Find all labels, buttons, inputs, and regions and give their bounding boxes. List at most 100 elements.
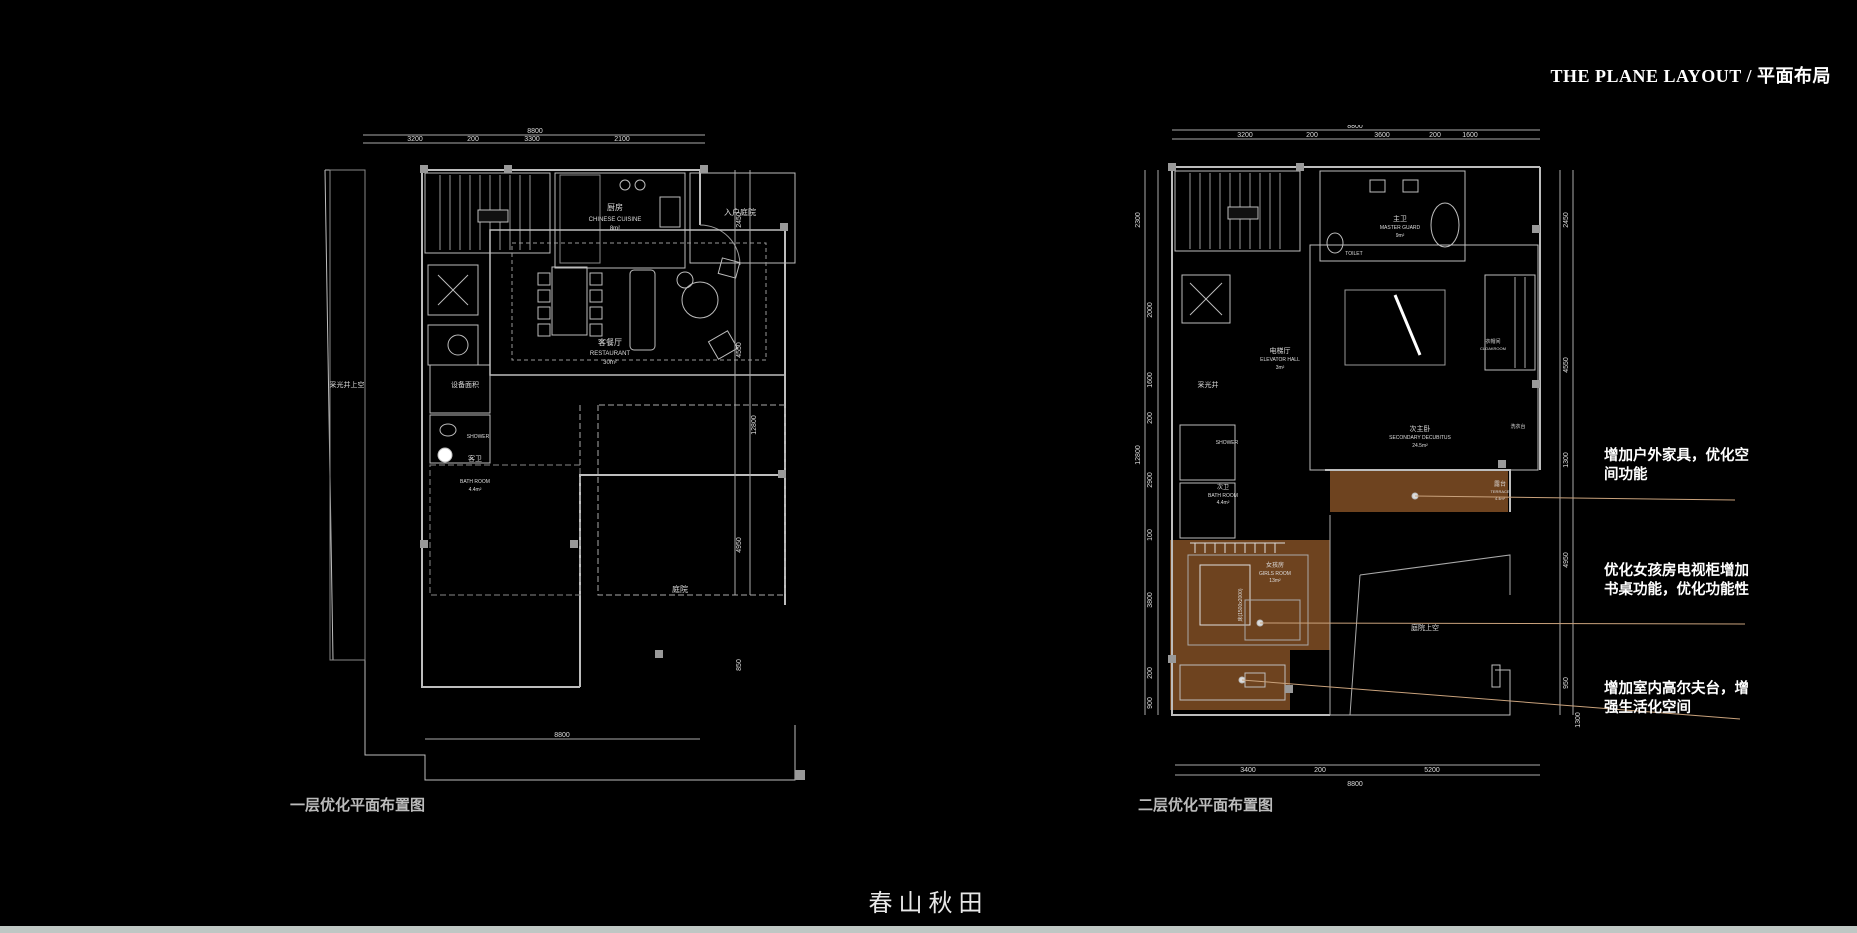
- floor2-caption: 二层优化平面布置图: [1138, 798, 1274, 814]
- bath-label-en-2: BATH ROOM: [1208, 493, 1238, 499]
- kitchen-outline: [554, 172, 686, 269]
- bed-label: 床(1500x2000): [1237, 588, 1244, 621]
- leader-line-3: [1241, 679, 1741, 720]
- dim-top-total: 8800: [527, 128, 543, 135]
- dim-top-2: 200: [467, 136, 479, 143]
- f2-dim-left-7: 3800: [1147, 592, 1154, 608]
- f2-dim-right-5: 950: [1563, 677, 1570, 689]
- f2-dim-left-5: 2900: [1147, 472, 1154, 488]
- shower-label-2: SHOWER: [1216, 440, 1239, 446]
- floor2-plan: 8800 3200 200 3600 200 1600 3400 200 520…: [1135, 125, 1582, 788]
- terrace-area: 4.4m²: [1495, 496, 1506, 501]
- kitchen-label: 厨房: [607, 202, 623, 212]
- leader-line-1: [1414, 495, 1736, 501]
- elevator-area: 3m²: [1276, 365, 1285, 371]
- bath-area-2: 4.4m²: [1217, 500, 1230, 506]
- bath-label-en: BATH ROOM: [460, 479, 490, 485]
- dim-right-2: 4550: [736, 342, 743, 358]
- secondary-bedroom: [1309, 244, 1539, 471]
- annotation-girls-room-desk: 优化女孩房电视柜增加书桌功能，优化功能性: [1604, 563, 1749, 598]
- f2-dim-left-9: 900: [1147, 697, 1154, 709]
- elevator-shaft: [427, 264, 479, 316]
- kitchen-label-en: CHINESE CUISINE: [589, 217, 642, 223]
- entry-garden-label: 入户庭院: [724, 207, 756, 217]
- f2-dim-top-4: 200: [1429, 132, 1441, 139]
- secondary-bedroom-area: 24.5m²: [1412, 443, 1428, 449]
- terrace-label: 露台: [1494, 480, 1506, 488]
- page-title: THE PLANE LAYOUT / 平面布局: [1550, 66, 1831, 86]
- terrace-label-en: TERRACE: [1490, 489, 1509, 494]
- f2-dim-top-total: 8800: [1347, 125, 1363, 130]
- f2-dim-right-3: 1300: [1563, 452, 1570, 468]
- courtyard-void-label: 庭院上空: [1411, 623, 1439, 632]
- f2-dim-left-1: 2300: [1135, 212, 1142, 228]
- restaurant-area: 30m²: [603, 360, 617, 366]
- elevator-label-en: ELEVATOR HALL: [1260, 357, 1300, 363]
- cloakroom-label-en: CLOAKROOM: [1480, 346, 1506, 351]
- brand-logo: 春山秋田: [868, 889, 989, 917]
- f2-dim-bottom-2: 200: [1314, 767, 1326, 774]
- toilet-label: TOILET: [1345, 251, 1362, 257]
- kitchen-area: 8m²: [610, 226, 620, 232]
- exterior-wall: [421, 167, 786, 688]
- f2-dim-right-1: 2450: [1563, 212, 1570, 228]
- cloakroom-label: 衣帽间: [1485, 338, 1500, 345]
- lightwell-label: 采光井上空: [330, 380, 365, 389]
- master-bath-area: 9m²: [1396, 233, 1405, 239]
- laundry-label: 洗衣台: [1510, 423, 1525, 430]
- girls-room-label: 女孩房: [1266, 561, 1284, 569]
- f2-dim-left-total: 12800: [1135, 445, 1142, 465]
- f2-dim-left-2: 2000: [1147, 302, 1154, 318]
- restaurant-label-en: RESTAURANT: [590, 351, 631, 357]
- floor1-caption: 一层优化平面布置图: [290, 798, 426, 814]
- f2-dim-left-6: 100: [1147, 529, 1154, 541]
- master-bath-label-en: MASTER GUARD: [1380, 225, 1421, 231]
- f2-dim-left-3: 1600: [1147, 372, 1154, 388]
- dim-right-4: 850: [736, 659, 743, 671]
- stair-block: [424, 172, 551, 254]
- annotation-indoor-golf: 增加室内高尔夫台，增强生活化空间: [1604, 681, 1749, 716]
- bath-area: 4.4m²: [469, 487, 482, 493]
- dim-top-4: 2100: [614, 136, 630, 143]
- master-bath-label: 主卫: [1393, 214, 1407, 223]
- dim-bottom-total: 8800: [554, 732, 570, 739]
- restaurant-outline: [489, 229, 786, 376]
- restaurant-label: 客餐厅: [598, 337, 622, 347]
- elevator-label: 电梯厅: [1270, 346, 1291, 355]
- entry-garden-outline: [689, 172, 796, 264]
- bath-label: 客卫: [468, 454, 482, 463]
- dim-right-1: 2450: [736, 212, 743, 228]
- courtyard-label: 庭院: [672, 584, 688, 594]
- f2-dim-bottom-1: 3400: [1240, 767, 1256, 774]
- f2-dim-left-8: 200: [1147, 667, 1154, 679]
- shower-label: SHOWER: [467, 434, 490, 440]
- leader-line-2: [1259, 622, 1746, 625]
- secondary-bedroom-label: 次主卧: [1410, 424, 1431, 433]
- girls-room-label-en: GIRLS ROOM: [1259, 571, 1291, 577]
- f2-dim-left-4: 200: [1147, 412, 1154, 424]
- floor1-plan: 8800 3200 200 3300 2100 8800 12800 2300 …: [324, 128, 805, 781]
- f2-dim-top-2: 200: [1306, 132, 1318, 139]
- annotation-outdoor-furniture: 增加户外家具，优化空间功能: [1604, 448, 1749, 483]
- girls-room-area: 13m²: [1269, 578, 1281, 584]
- exterior-wall-2: [1171, 166, 1541, 716]
- bottom-bar: [0, 926, 1857, 933]
- dim-right-total: 12800: [751, 415, 758, 435]
- terrace-highlight: [1330, 470, 1508, 512]
- f2-dim-bottom-total: 8800: [1347, 781, 1363, 788]
- f2-dim-bottom-3: 5200: [1424, 767, 1440, 774]
- f2-dim-top-5: 1600: [1462, 132, 1478, 139]
- dim-top-1: 3200: [407, 136, 423, 143]
- f2-dim-top-1: 3200: [1237, 132, 1253, 139]
- lightwell-label-2: 采光井: [1198, 380, 1219, 389]
- secondary-bedroom-label-en: SECONDARY DECUBITUS: [1389, 435, 1451, 441]
- equipment-label: 设备面积: [451, 380, 479, 389]
- lightwell-outline: [329, 169, 366, 661]
- dim-top-3: 3300: [524, 136, 540, 143]
- f2-dim-right-2: 4550: [1563, 357, 1570, 373]
- dim-right-3: 4950: [736, 537, 743, 553]
- bath-label-2: 次卫: [1217, 483, 1229, 491]
- f2-dim-top-3: 3600: [1374, 132, 1390, 139]
- f2-dim-right-6: 1300: [1575, 712, 1582, 728]
